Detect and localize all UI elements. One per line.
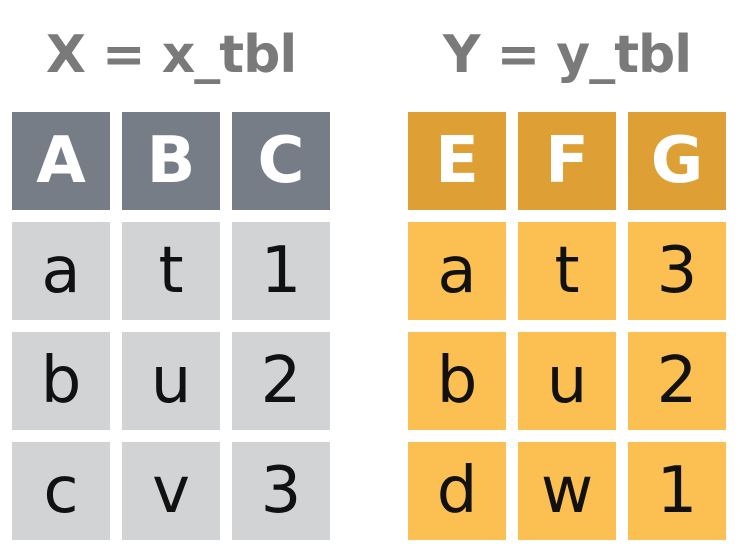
table-y-cell: w xyxy=(518,442,616,540)
table-y-cell: t xyxy=(518,222,616,320)
table-x-cell: c xyxy=(12,442,110,540)
table-x-header-cell: A xyxy=(12,112,110,210)
table-y-cell: d xyxy=(408,442,506,540)
table-y-cell: a xyxy=(408,222,506,320)
table-y-header-cell: G xyxy=(628,112,726,210)
table-x-title: X = x_tbl xyxy=(45,25,297,85)
table-x-header-cell: B xyxy=(122,112,220,210)
table-y-title: Y = y_tbl xyxy=(442,25,692,85)
table-y-grid: E F G a t 3 b u 2 d w 1 xyxy=(408,112,726,540)
table-x-grid: A B C a t 1 b u 2 c v 3 xyxy=(12,112,330,540)
table-y-cell: b xyxy=(408,332,506,430)
table-y-header-cell: F xyxy=(518,112,616,210)
table-x-cell: t xyxy=(122,222,220,320)
table-y-cell: u xyxy=(518,332,616,430)
table-y-header-cell: E xyxy=(408,112,506,210)
table-x-cell: 3 xyxy=(232,442,330,540)
table-x-cell: 1 xyxy=(232,222,330,320)
table-y-cell: 1 xyxy=(628,442,726,540)
table-y-cell: 3 xyxy=(628,222,726,320)
table-y-cell: 2 xyxy=(628,332,726,430)
table-x-cell: a xyxy=(12,222,110,320)
table-x-cell: u xyxy=(122,332,220,430)
table-x-header-cell: C xyxy=(232,112,330,210)
table-x-cell: b xyxy=(12,332,110,430)
table-x-cell: 2 xyxy=(232,332,330,430)
table-x-cell: v xyxy=(122,442,220,540)
